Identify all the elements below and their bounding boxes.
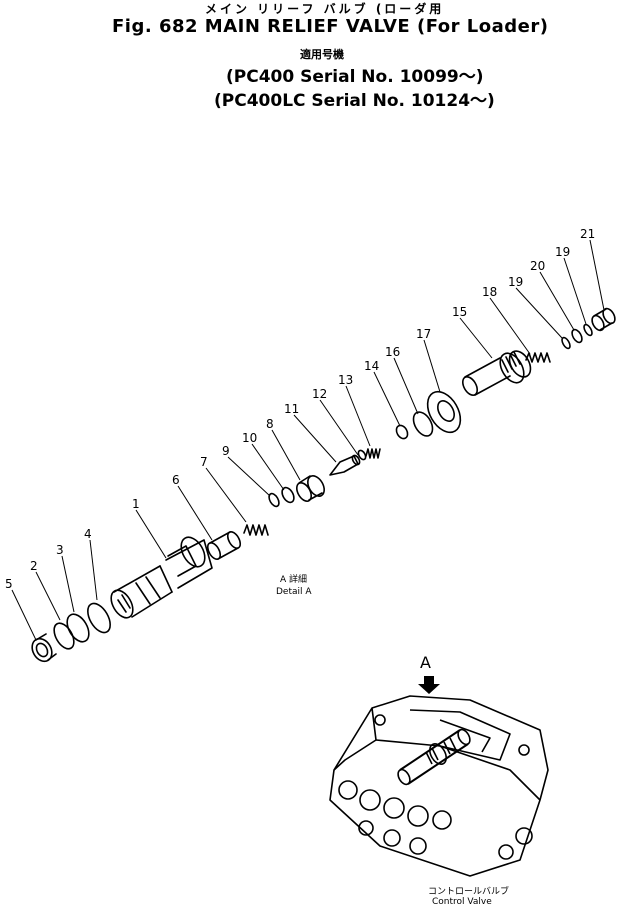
callout-21: 21 (580, 227, 595, 241)
figure-title: Fig. 682 MAIN RELIEF VALVE (For Loader) (112, 16, 549, 37)
callout-11: 11 (284, 402, 299, 416)
part-10-ring (281, 486, 295, 504)
control-valve-block (329, 695, 549, 877)
part-11-poppet (329, 454, 361, 476)
leader-lines (11, 239, 605, 641)
part-17-backup-ring (426, 390, 462, 434)
callout-12: 12 (312, 387, 327, 401)
callout-2: 2 (30, 559, 38, 573)
callout-5: 5 (5, 577, 13, 591)
part-7-spring (243, 524, 269, 536)
part-6-sleeve (206, 531, 242, 560)
callout-13: 13 (338, 373, 353, 387)
title-japanese: メイン リリーフ バルブ (ローダ用 (205, 2, 445, 16)
callout-10: 10 (242, 431, 257, 445)
part-9-ring (268, 492, 280, 508)
part-19-ring-2 (583, 323, 593, 337)
callout-18: 18 (482, 285, 497, 299)
callout-14: 14 (364, 359, 379, 373)
part-19-ring (561, 336, 571, 350)
applicability-japanese: 適用号機 (300, 48, 344, 61)
part-4-o-ring (87, 602, 111, 634)
part-21-cap (591, 307, 616, 332)
part-13-spring (365, 448, 381, 459)
control-valve-label-jp: コントロールバルブ (428, 885, 509, 897)
part-16-o-ring (412, 411, 434, 437)
view-arrow-label: A (420, 653, 431, 672)
callout-20: 20 (530, 259, 545, 273)
callout-15: 15 (452, 305, 467, 319)
callout-8: 8 (266, 417, 274, 431)
part-1-sleeve (110, 536, 213, 619)
callout-6: 6 (172, 473, 180, 487)
callout-1: 1 (132, 497, 140, 511)
callout-19: 19 (508, 275, 523, 289)
serial-line-pc400: (PC400 Serial No. 10099～) (226, 67, 484, 87)
callout-19b: 19 (555, 245, 570, 259)
view-arrow-icon (418, 676, 440, 694)
part-5-plug (31, 633, 57, 663)
part-20-nut (571, 328, 583, 344)
callout-9: 9 (222, 444, 230, 458)
part-15-adjust-screw (461, 350, 532, 396)
part-14-ring (395, 424, 409, 440)
callout-17: 17 (416, 327, 431, 341)
control-valve-label-en: Control Valve (432, 897, 492, 906)
detail-label-en: Detail A (276, 587, 312, 597)
part-3-backup-ring (66, 613, 90, 643)
callout-3: 3 (56, 543, 64, 557)
callout-7: 7 (200, 455, 208, 469)
part-18-spring (525, 352, 551, 363)
detail-label-jp: A 詳細 (280, 573, 307, 585)
callout-16: 16 (385, 345, 400, 359)
part-8-seat (295, 475, 325, 502)
callout-numbers: 1 2 3 4 5 6 7 8 9 10 11 12 13 14 15 16 1… (5, 227, 595, 591)
serial-line-pc400lc: (PC400LC Serial No. 10124～) (214, 91, 495, 111)
part-12-ring (357, 449, 367, 461)
callout-4: 4 (84, 527, 92, 541)
part-2-o-ring (53, 622, 75, 650)
